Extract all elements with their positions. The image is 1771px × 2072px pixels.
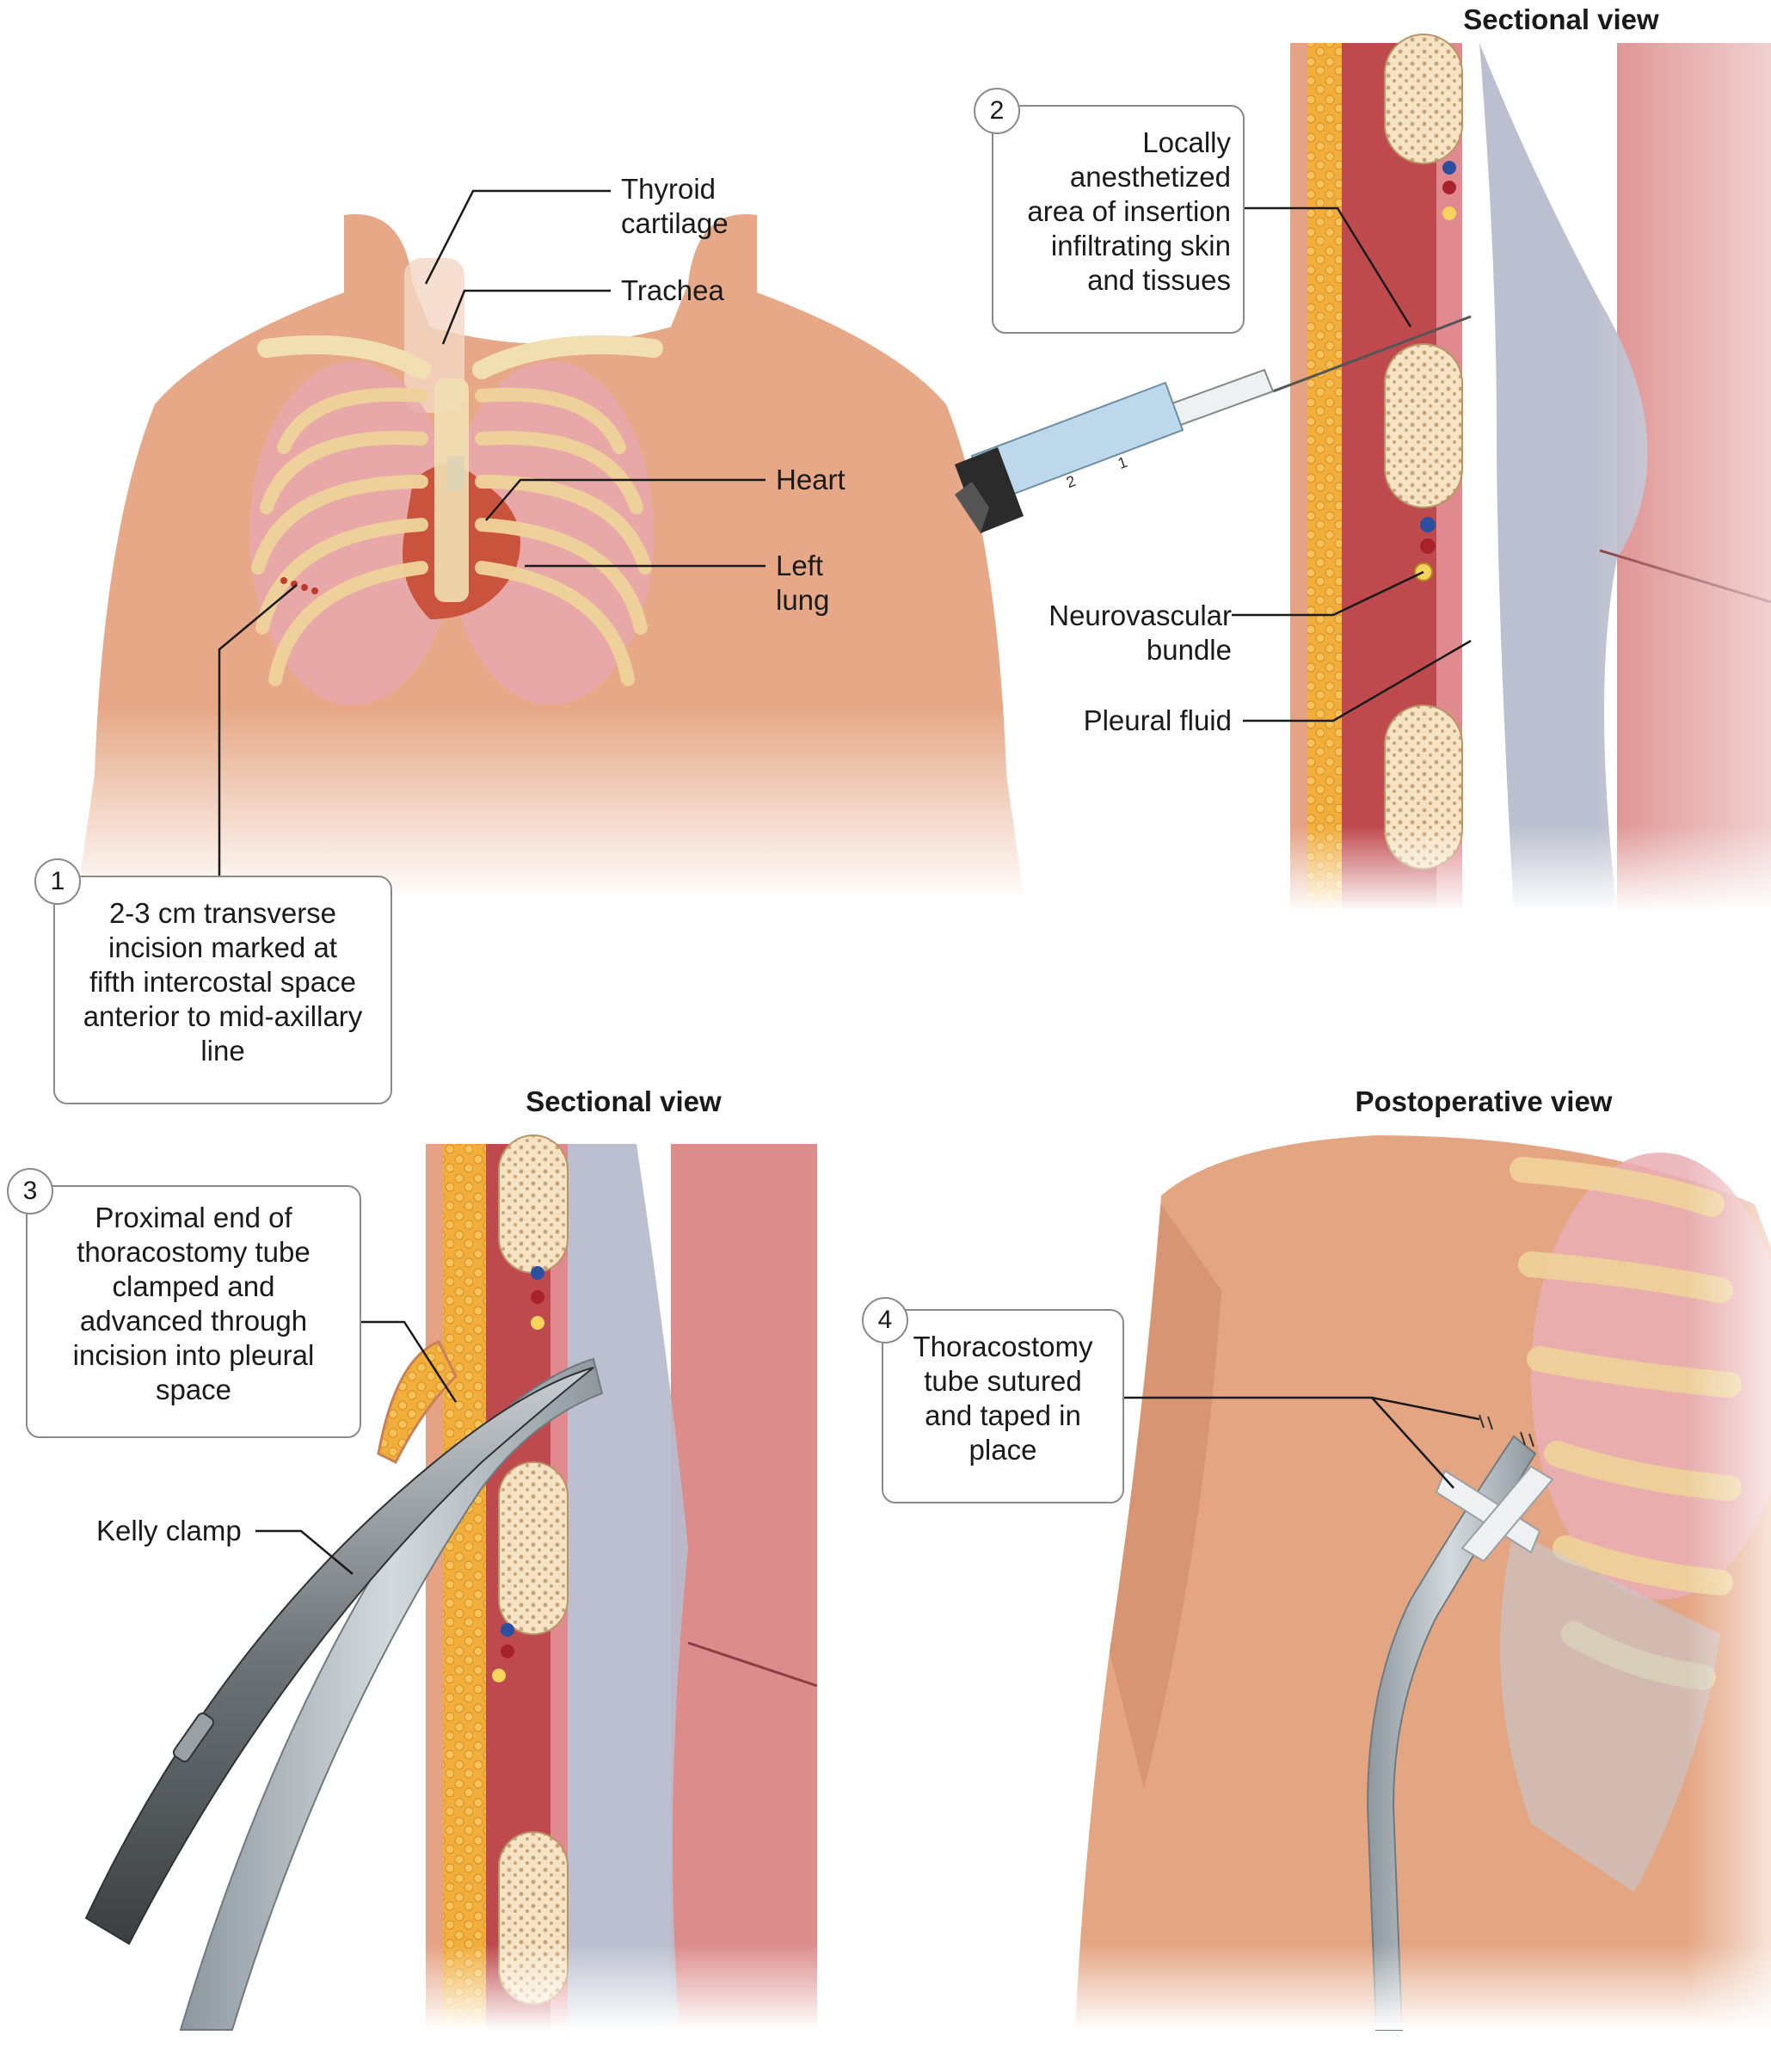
pleural-space [1479,43,1648,912]
step-4-number: 4 [862,1297,908,1343]
pleural-space-3 [550,1144,688,2030]
kelly-clamp [84,1367,594,1946]
subcutaneous-fat [1307,43,1342,912]
step-2-callout: Locally anesthetized area of insertion i… [992,105,1245,334]
panel2-leader-lines [1232,206,1472,722]
sectional-view-tube-illustration [84,1134,818,2031]
panel-3-title: Sectional view [526,1085,722,1117]
label-heart: Heart [776,464,846,495]
label-left-lung: Left lung [776,550,830,616]
label-pleural-fluid: Pleural fluid [1083,704,1232,736]
rib-section-1 [1384,34,1463,164]
step-2-number: 2 [974,88,1020,134]
label-kelly-clamp: Kelly clamp [96,1515,242,1546]
thoracostomy-tube [179,1357,604,2031]
step-3-number: 3 [7,1168,53,1214]
panel-4-title: Postoperative view [1355,1085,1613,1117]
label-trachea: Trachea [621,274,724,306]
step-4-text: Thoracostomy tube sutured and taped in p… [913,1331,1093,1466]
step-4-callout: Thoracostomy tube sutured and taped in p… [882,1309,1124,1503]
step-3-text: Proximal end of thoracostomy tube clampe… [72,1202,315,1405]
panel4-leader-lines [1122,1396,1480,1489]
panel3-leader-lines [255,1320,458,1575]
step-1-number: 1 [34,858,81,905]
sutures [1479,1414,1534,1448]
step-1-callout: 2-3 cm transverse incision marked at fif… [53,876,392,1104]
rib-section-2 [1384,343,1463,508]
syringe [955,315,1472,533]
tape [1435,1465,1554,1563]
sectional-view-insertion-illustration [955,34,1771,912]
step-3-callout: Proximal end of thoracostomy tube clampe… [26,1185,361,1438]
label-neurovascular-bundle: Neurovascular bundle [1048,599,1232,666]
label-thyroid-cartilage: Thyroid cartilage [621,173,729,239]
postoperative-view-illustration [1067,1135,1771,2031]
step-2-text: Locally anesthetized area of insertion i… [1027,126,1231,296]
incision-marks [280,577,318,594]
panel-2-title: Sectional view [1463,3,1659,35]
panel1-leader-lines [218,189,766,876]
rib-cage [251,387,652,686]
step-1-text: 2-3 cm transverse incision marked at fif… [83,897,363,1067]
chest-anatomy-illustration [69,214,1041,903]
